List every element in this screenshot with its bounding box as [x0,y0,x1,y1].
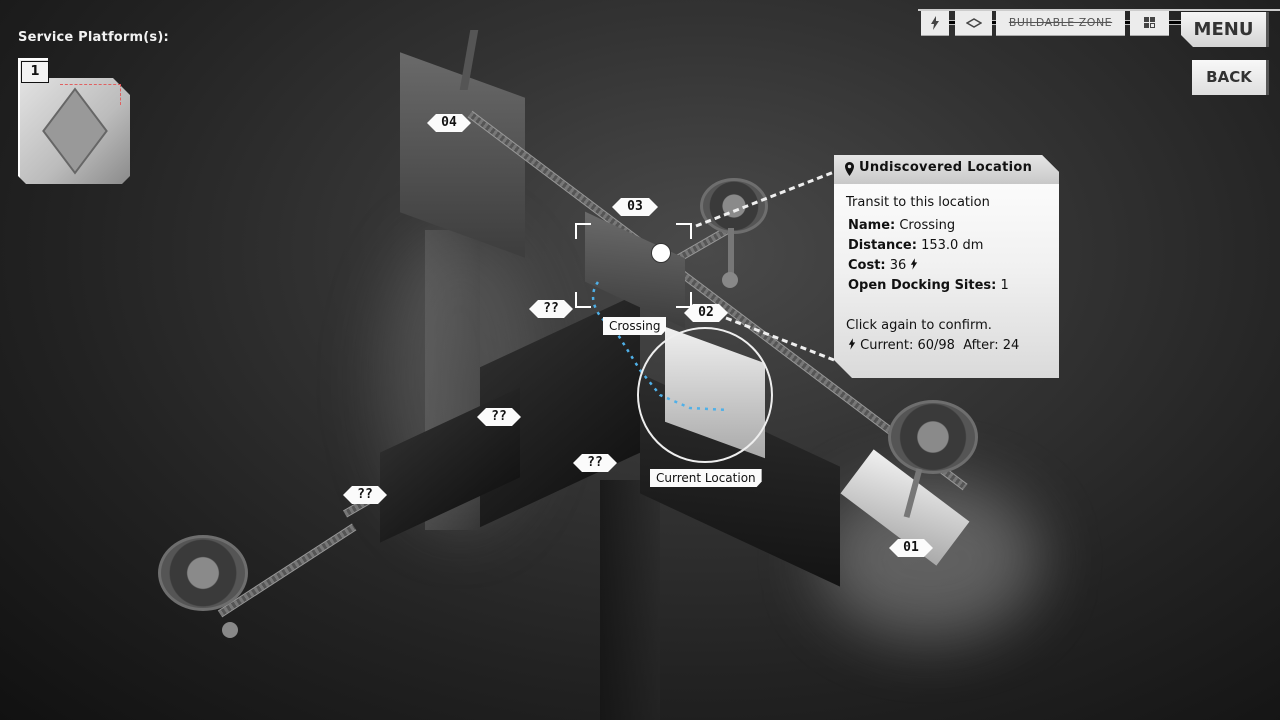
current-location-tag: Current Location [650,469,762,487]
tooltip-distance-row: Distance: 153.0 dm [848,238,983,253]
selection-bracket [676,223,692,239]
location-label-unknown[interactable]: ?? [343,486,387,504]
location-label-03[interactable]: 03 [612,198,658,216]
tooltip-confirm-text: Click again to confirm. [846,318,992,333]
tooltip-energy-row: Current: 60/98 After: 24 [848,338,1019,353]
toolbar-separator [1168,20,1182,25]
toolbar-separator [948,20,956,25]
location-label-02[interactable]: 02 [684,304,728,322]
tooltip-header [834,155,1059,184]
platform-outline [60,84,121,105]
back-button[interactable]: BACK [1192,60,1269,95]
location-label-04[interactable]: 04 [427,114,471,132]
name-label: Name: [848,218,896,233]
energy-icon [911,258,918,270]
energy-icon [848,338,856,350]
location-label-unknown[interactable]: ?? [529,300,573,318]
service-platform-number: 1 [21,61,49,83]
name-value: Crossing [899,218,956,233]
shadow-pillar [600,480,660,720]
diamond-icon [964,18,983,28]
distance-label: Distance: [848,238,917,253]
tooltip-docking-row: Open Docking Sites: 1 [848,278,1009,293]
docking-wheel[interactable] [158,535,248,611]
selected-marker[interactable] [651,243,671,263]
toolbar-separator [991,20,997,25]
current-location-ring [637,327,773,463]
cost-label: Cost: [848,258,886,273]
tooltip-subtitle: Transit to this location [846,195,990,210]
lightning-icon [931,16,939,30]
energy-current: Current: 60/98 [860,338,955,353]
docking-label: Open Docking Sites: [848,278,997,293]
location-label-unknown[interactable]: ?? [477,408,521,426]
wheel-stem [728,228,734,278]
tooltip-title: Undiscovered Location [859,160,1033,175]
cost-value: 36 [889,258,907,273]
selected-location-tag: Crossing [603,317,666,335]
tooltip-cost-row: Cost: 36 [848,258,918,273]
selection-bracket [676,292,692,308]
energy-after: After: 24 [963,338,1020,353]
zone-toggle-button[interactable] [955,11,992,35]
docking-wheel[interactable] [700,178,768,234]
selection-bracket [575,223,591,239]
distance-value: 153.0 dm [921,238,984,253]
toolbar-separator [1124,20,1130,25]
menu-button[interactable]: MENU [1181,12,1269,47]
layout-toggle-button[interactable] [1130,11,1169,35]
location-tooltip [834,155,1059,378]
tooltip-name-row: Name: Crossing [848,218,955,233]
wheel-knob [222,622,238,638]
toolbar-line [918,9,1280,11]
location-label-01[interactable]: 01 [889,539,933,557]
grid-icon [1143,17,1155,28]
location-label-unknown[interactable]: ?? [573,454,617,472]
wheel-knob [722,272,738,288]
docking-value: 1 [1000,278,1009,293]
selection-bracket [575,292,591,308]
service-platforms-title: Service Platform(s): [18,30,169,45]
docking-wheel[interactable] [888,400,978,474]
map-pin-icon [845,162,854,176]
power-toggle-button[interactable] [921,11,949,35]
buildable-zone-button[interactable]: BUILDABLE ZONE [996,11,1125,35]
